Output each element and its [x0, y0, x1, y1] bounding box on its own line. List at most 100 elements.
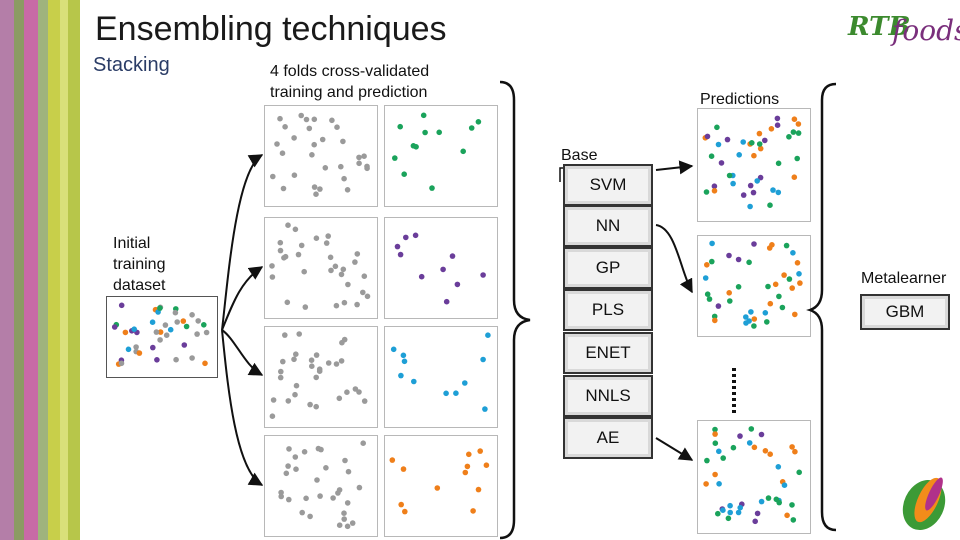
- fold4-predict-dot: [400, 466, 407, 472]
- fold1-train-dot: [311, 184, 318, 190]
- predictions-n-dot: [712, 426, 718, 433]
- fold3-train-dot: [308, 357, 315, 364]
- initial-dot: [201, 322, 207, 328]
- fold4-train-dot: [344, 500, 351, 506]
- predictions-2-dot: [767, 300, 774, 307]
- fold1-train-dot: [311, 116, 318, 123]
- fold2-predict-dot: [418, 273, 425, 280]
- fold1-train-dot: [298, 112, 305, 119]
- fold4-train-dot: [292, 454, 299, 460]
- initial-dot: [153, 329, 160, 335]
- fold3-train-dot: [277, 374, 284, 381]
- predictions-2-dot: [790, 250, 796, 256]
- brace-folds: [499, 80, 531, 540]
- predictions-1-dot: [791, 116, 798, 122]
- predictions-1-dot: [786, 134, 792, 140]
- model-box-svm: SVM: [563, 164, 653, 206]
- initial-dot: [122, 329, 129, 336]
- fold3-predict-dot: [411, 378, 417, 385]
- fold1-train-dot: [334, 124, 340, 130]
- fold2-train-dot: [295, 251, 302, 258]
- decorative-stripes: [0, 0, 80, 540]
- initial-dot: [183, 323, 190, 330]
- predictions-n-dot: [748, 426, 755, 432]
- fold1-train-dot: [338, 163, 344, 170]
- predictions-1-dot: [754, 178, 760, 184]
- fold1-predict-dot: [410, 143, 417, 149]
- predictions-n-dot: [727, 502, 733, 509]
- predictions-2-dot: [794, 260, 801, 266]
- predictions-2-dot: [711, 313, 718, 320]
- predictions-1-dot: [736, 152, 742, 158]
- fold3-train-dot: [278, 368, 284, 375]
- predictions-1-dot: [795, 121, 802, 127]
- predictions-n-dot: [727, 509, 733, 516]
- predictions-1-dot: [757, 145, 764, 152]
- initial-dot: [118, 302, 125, 309]
- fold2-train-dot: [325, 233, 332, 239]
- fold1-train-dot: [311, 141, 318, 148]
- fold2-train-dot: [361, 273, 368, 280]
- predictions-2-dot: [735, 256, 742, 263]
- predictions-1-dot: [750, 189, 757, 196]
- fold1-train-dot: [270, 173, 276, 180]
- fold2-predict-dot: [454, 281, 461, 288]
- fold3-predict-dot: [453, 390, 459, 397]
- fold3-predict-dot: [482, 406, 488, 412]
- logo-leaf-icon: [902, 477, 946, 531]
- predictions-1-dot: [718, 160, 725, 166]
- predictions-n-dot: [715, 510, 721, 517]
- fold4-train-dot: [344, 523, 351, 530]
- predictions-n-dot: [775, 464, 782, 470]
- predictions-1-dot: [740, 192, 747, 198]
- model-box-ae: AE: [563, 417, 653, 459]
- initial-dot: [189, 355, 195, 361]
- fold2-train-dot: [298, 242, 305, 249]
- fold3-train-dot: [269, 413, 276, 420]
- predictions-n-dot: [735, 509, 742, 516]
- fold1-train-dot: [322, 165, 329, 171]
- predictions-1-dot: [791, 174, 798, 180]
- predictions-2-dot: [764, 319, 770, 325]
- fold2-predict-dot: [443, 298, 450, 305]
- initial-dot: [131, 326, 137, 333]
- fold1-predict-dot: [475, 119, 482, 125]
- fold1-train-dot: [317, 186, 323, 192]
- brace-predictions-left: [806, 82, 837, 532]
- fold2-train-dot: [333, 302, 340, 309]
- predictions-2-dot: [779, 304, 786, 311]
- predictions-2-dot: [748, 309, 754, 315]
- fold4-train-dot: [349, 520, 356, 526]
- predictions-1-dot: [767, 202, 773, 208]
- fold4-train-dot: [299, 509, 306, 516]
- fold3-train-dot: [291, 356, 297, 363]
- fold1-train-dot: [364, 165, 370, 172]
- predictions-n-dot: [789, 444, 795, 450]
- fold3-train-dot: [293, 351, 299, 358]
- predictions-1-dot: [762, 137, 768, 144]
- fold3-train-dot: [280, 358, 286, 365]
- fold2-predict-dot: [397, 251, 404, 258]
- predictions-2-dot: [762, 310, 769, 316]
- predictions-1-dot: [775, 189, 782, 196]
- fold3-train-dot: [344, 389, 350, 396]
- arrow-to-fold1: [221, 154, 264, 331]
- predictions-label: Predictions: [700, 91, 780, 108]
- fold3-train-dot: [313, 403, 320, 410]
- predictions-n-dot: [792, 448, 798, 455]
- fold2-train-dot: [323, 240, 330, 246]
- predictions-2-dot: [751, 323, 757, 329]
- fold2-train-dot: [328, 267, 334, 274]
- predictions-n-dot: [789, 502, 795, 508]
- initial-dot: [157, 337, 163, 343]
- predictions-n-dot: [737, 433, 743, 439]
- fold4-predict-dot: [475, 486, 482, 493]
- fold2-train-panel: [264, 217, 378, 319]
- fold3-predict-dot: [462, 380, 468, 386]
- predictions-n-dot: [737, 504, 743, 511]
- fold3-predict-dot: [390, 346, 397, 353]
- fold4-predict-dot: [477, 448, 484, 454]
- fold4-train-dot: [345, 468, 352, 475]
- initial-dot: [149, 319, 156, 326]
- predictions-n-dot: [746, 440, 753, 446]
